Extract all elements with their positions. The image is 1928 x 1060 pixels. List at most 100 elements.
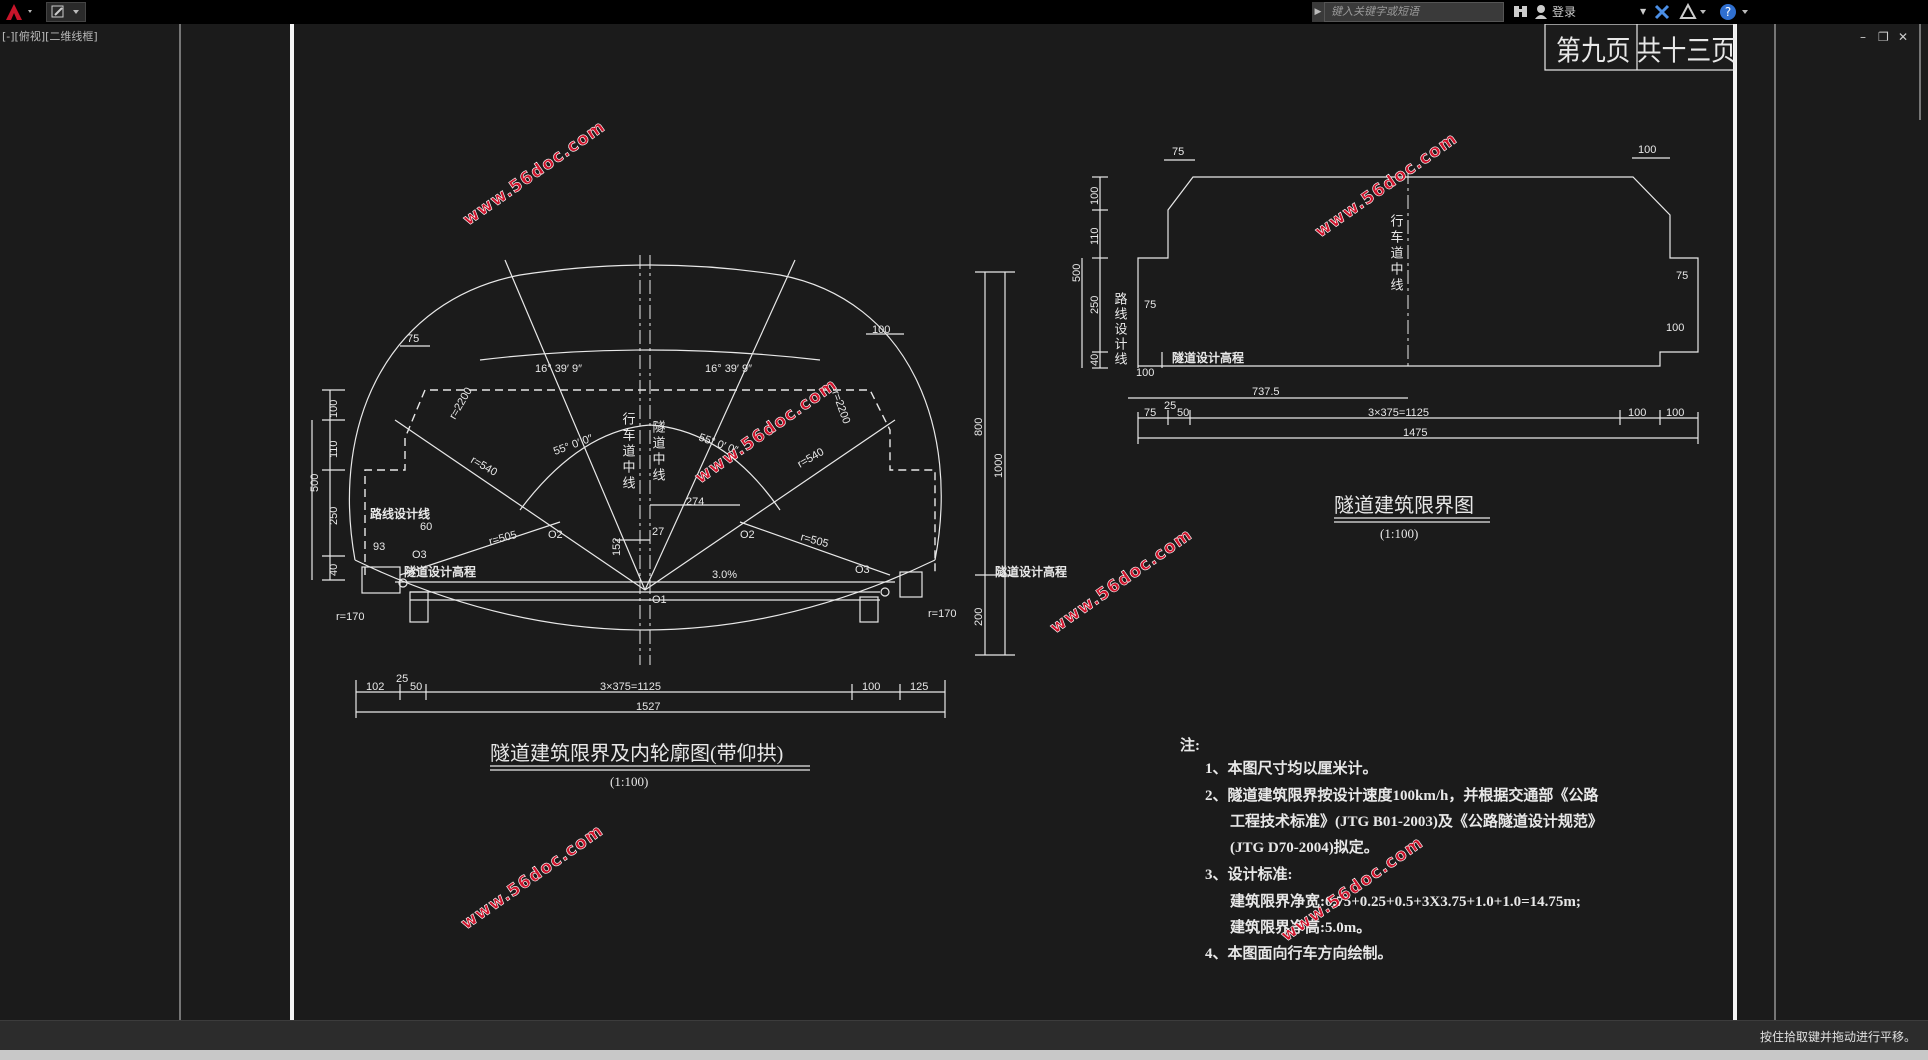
left-dim-right-800: 800 — [973, 418, 985, 436]
radius-left-low: r=505 — [488, 529, 519, 548]
radius-right-low: r=505 — [799, 531, 830, 550]
left-scale: (1:100) — [610, 774, 648, 789]
mark-r170-left: r=170 — [336, 611, 364, 623]
right-dim-left-40: 40 — [1089, 354, 1101, 366]
mark-slope: 3.0% — [712, 569, 737, 581]
right-title: 隧道建筑限界图 — [1334, 494, 1474, 517]
bottom-strip — [0, 1050, 1928, 1060]
app-menu-button[interactable] — [2, 2, 38, 22]
right-dim-left-250: 250 — [1089, 296, 1101, 314]
right-dim-side-75: 75 — [1144, 299, 1156, 311]
left-dim-left-100: 100 — [328, 400, 340, 418]
notes-block: 注: 1、本图尺寸均以厘米计。 2、隧道建筑限界按设计速度100km/h，并根据… — [1180, 736, 1603, 962]
right-dim-top-100: 100 — [1638, 144, 1656, 156]
center-o1: O1 — [652, 594, 667, 606]
mark-27: 27 — [652, 526, 664, 538]
watermark: www.56doc.com — [457, 821, 607, 934]
angle-left-mid: 55° 0′ 0″ — [552, 433, 595, 458]
left-dim-top-75: 75 — [407, 333, 419, 345]
minimize-icon[interactable]: – — [1860, 30, 1866, 44]
left-dim-left-250: 250 — [328, 507, 340, 525]
left-dim-left-500: 500 — [309, 474, 321, 492]
a360-button[interactable] — [1678, 2, 1710, 22]
search-input[interactable]: 键入关键字或短语 — [1324, 2, 1504, 22]
note-line-3: 工程技术标准》(JTG B01-2003)及《公路隧道设计规范》 — [1230, 812, 1603, 830]
left-dim-top-100: 100 — [872, 324, 890, 336]
quick-access-button[interactable] — [46, 2, 86, 22]
mark-93: 93 — [373, 541, 385, 553]
right-dim-bottom-50: 50 — [1177, 407, 1189, 419]
exchange-x-icon — [1654, 4, 1670, 20]
page-label: 第九页 共十三页 — [1556, 35, 1736, 67]
restore-icon[interactable]: ❐ — [1878, 30, 1889, 44]
angle-right-top: 16° 39′ 9″ — [705, 363, 752, 375]
note-line-7: 建筑限界净高:5.0m。 — [1230, 918, 1371, 936]
status-text: 按住拾取键并拖动进行平移。 — [1759, 1030, 1916, 1044]
right-dim-bottom-100a: 100 — [1628, 407, 1646, 419]
exchange-button[interactable] — [1652, 2, 1674, 22]
right-dim-side-100: 100 — [1136, 367, 1154, 379]
tunnel-center-label: 隧道中线 — [651, 419, 666, 484]
note-line-8: 4、本图面向行车方向绘制。 — [1205, 944, 1393, 962]
left-design-elev-label: 隧道设计高程 — [404, 564, 476, 579]
center-o3-right: O3 — [855, 564, 870, 576]
mark-60: 60 — [420, 521, 432, 533]
mark-274: 274 — [686, 496, 704, 508]
note-line-4: (JTG D70-2004)拟定。 — [1230, 838, 1379, 856]
right-scale: (1:100) — [1380, 526, 1418, 541]
left-dim-right-200: 200 — [973, 608, 985, 626]
login-dropdown-icon[interactable]: ▼ — [1640, 7, 1647, 16]
clearance-boundary — [1137, 176, 1699, 368]
center-o2-right: O2 — [740, 529, 755, 541]
clearance-outline — [364, 389, 936, 575]
help-button[interactable]: ? — [1718, 2, 1754, 22]
watermark: www.56doc.com — [1311, 129, 1461, 242]
note-line-6: 建筑限界净宽:0.75+0.25+0.5+3X3.75+1.0+1.0=14.7… — [1230, 892, 1581, 910]
watermark: www.56doc.com — [1046, 525, 1196, 638]
edit-icon — [51, 5, 79, 18]
left-drawing: 75 100 100 110 500 250 40 800 1000 200 1… — [309, 255, 1067, 789]
lane-center-label: 行车道中线 — [621, 412, 636, 492]
right-dim-bottom-75: 75 — [1144, 407, 1156, 419]
right-dim-bottom-total: 1475 — [1403, 427, 1427, 439]
binoculars-icon[interactable] — [1512, 4, 1530, 20]
right-dim-top-75: 75 — [1172, 146, 1184, 158]
search-arrow-icon[interactable]: ▶ — [1312, 2, 1324, 22]
invert-arch — [354, 559, 936, 631]
right-lane-center-label: 行车道中线 — [1389, 214, 1404, 294]
login-label[interactable]: 登录 — [1552, 5, 1577, 19]
center-o2-left: O2 — [548, 529, 563, 541]
right-dim-mid: 737.5 — [1252, 386, 1280, 398]
title-bar: ▶ 键入关键字或短语 登录 ▼ ? — [0, 0, 1928, 24]
radius-left-top: r=2200 — [447, 386, 475, 422]
right-dim-left-100: 100 — [1089, 187, 1101, 205]
close-icon[interactable]: ✕ — [1898, 30, 1909, 44]
note-line-2: 2、隧道建筑限界按设计速度100km/h，并根据交通部《公路 — [1205, 786, 1599, 804]
mark-152: 152 — [611, 538, 623, 556]
right-design-elev-label: 隧道设计高程 — [995, 564, 1067, 579]
login-area[interactable]: 登录 ▼ — [1512, 2, 1648, 22]
left-dim-left-40: 40 — [328, 564, 340, 576]
left-dim-bottom-100: 100 — [862, 681, 880, 693]
angle-left-top: 16° 39′ 9″ — [535, 363, 582, 375]
left-dim-bottom-1125: 3×375=1125 — [600, 681, 661, 693]
left-dim-bottom-125: 125 — [910, 681, 928, 693]
right-drawing: 75 100 100 110 500 250 40 75 100 75 100 … — [1071, 144, 1699, 541]
left-dim-bottom-50: 50 — [410, 681, 422, 693]
left-dim-bottom-total: 1527 — [636, 701, 660, 713]
sheet-frame — [179, 24, 1921, 1020]
status-bar: 按住拾取键并拖动进行平移。 — [0, 1020, 1928, 1050]
center-o3-left: O3 — [412, 549, 427, 561]
a360-icon — [1679, 2, 1706, 19]
viewport-label[interactable]: [-][俯视][二维线框] — [2, 30, 98, 43]
left-dim-bottom-25: 25 — [396, 673, 408, 685]
help-icon: ? — [1720, 4, 1748, 20]
left-dim-right-1000: 1000 — [993, 454, 1005, 478]
drawing-canvas[interactable]: .ln { stroke:#e8e8e8; fill:none; stroke-… — [0, 24, 1928, 1020]
right-dim-left-110: 110 — [1089, 227, 1101, 245]
right-dim-bottom-100b: 100 — [1666, 407, 1684, 419]
radius-left-mid: r=540 — [469, 454, 500, 479]
user-icon — [1535, 5, 1547, 19]
right-route-line-label: 路线设计线 — [1113, 291, 1128, 367]
right-dim-bottom-25: 25 — [1164, 400, 1176, 412]
